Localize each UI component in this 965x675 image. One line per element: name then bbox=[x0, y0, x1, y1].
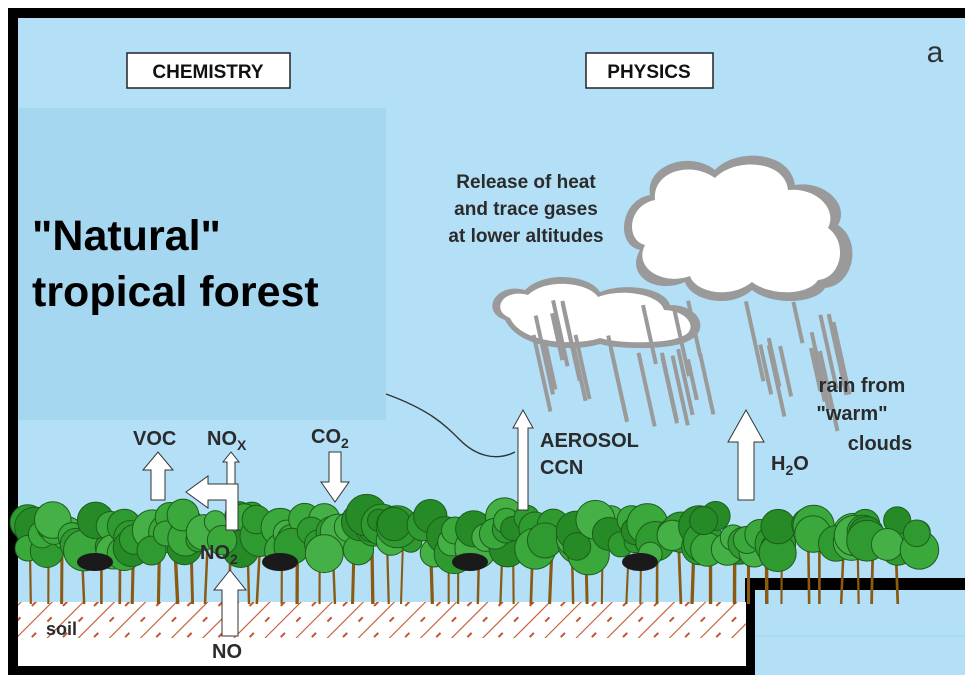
rain-streaks bbox=[531, 299, 852, 432]
rain-streak bbox=[809, 347, 823, 392]
release-line-2: and trace gases bbox=[454, 199, 598, 220]
co2-label: CO2 bbox=[311, 426, 349, 451]
rain-streak bbox=[758, 344, 774, 395]
canopy-foliage bbox=[562, 532, 592, 561]
rain-streak bbox=[636, 352, 657, 427]
rain-streak bbox=[533, 315, 555, 395]
canopy-foliage bbox=[902, 519, 931, 548]
soil-base bbox=[18, 638, 746, 666]
large-cloud bbox=[623, 155, 853, 302]
no-label: NO bbox=[212, 641, 242, 663]
release-line-1: Release of heat bbox=[456, 172, 596, 193]
canopy-foliage bbox=[760, 508, 796, 545]
rain-streak bbox=[817, 350, 840, 432]
rain-line-3: clouds bbox=[848, 433, 912, 455]
rain-streak bbox=[743, 300, 766, 382]
voc-up-arrow bbox=[141, 451, 175, 501]
voc-label: VOC bbox=[133, 428, 176, 450]
rain-streak bbox=[778, 345, 794, 397]
aerosol-label: AEROSOL bbox=[540, 430, 639, 452]
rain-streak bbox=[573, 334, 592, 400]
rain-streak bbox=[641, 304, 658, 365]
nox-up-arrow bbox=[221, 451, 241, 485]
h2o-up-arrow bbox=[727, 408, 765, 501]
palm-frond bbox=[262, 553, 298, 571]
rain-streak bbox=[660, 356, 679, 424]
physics-box bbox=[585, 52, 714, 89]
title-line-1: "Natural" bbox=[32, 212, 221, 260]
soil-band bbox=[18, 602, 746, 638]
forest-canopy bbox=[9, 493, 940, 605]
notch-fill bbox=[755, 590, 965, 675]
rain-streak bbox=[818, 314, 839, 390]
rain-streak bbox=[766, 344, 787, 418]
release-line-3: at lower altitudes bbox=[448, 226, 603, 247]
rain-streak bbox=[531, 334, 553, 413]
ccn-label: CCN bbox=[540, 457, 583, 479]
rain-line-1: rain from bbox=[819, 375, 906, 397]
connector-line bbox=[385, 393, 516, 458]
rain-streak bbox=[686, 300, 703, 357]
rain-streak bbox=[551, 299, 570, 367]
rain-streak bbox=[826, 313, 849, 396]
nox-label: NOX bbox=[207, 428, 247, 453]
rain-streak bbox=[676, 348, 695, 416]
rain-streak bbox=[560, 303, 582, 382]
no-up-arrow bbox=[212, 569, 248, 637]
canopy-foliage bbox=[689, 506, 719, 536]
palm-frond bbox=[452, 553, 488, 571]
rain-line-2: "warm" bbox=[816, 403, 887, 425]
no2-label: NO2 bbox=[200, 542, 238, 567]
rain-streak bbox=[542, 339, 558, 390]
title-line-2: tropical forest bbox=[32, 268, 319, 316]
palm-frond bbox=[622, 553, 658, 571]
aerosol-up-arrow bbox=[512, 408, 534, 511]
title-panel bbox=[18, 108, 386, 420]
canopy-foliage bbox=[206, 525, 238, 556]
rain-streak bbox=[791, 301, 805, 344]
co2-down-arrow bbox=[320, 451, 350, 503]
rain-streak bbox=[672, 308, 691, 377]
canopy-foliage bbox=[870, 528, 904, 561]
rain-streak bbox=[670, 355, 690, 426]
no2-to-nox-turn-arrow bbox=[185, 475, 239, 531]
h2o-label: H2O bbox=[771, 453, 809, 478]
panel-letter: a bbox=[927, 36, 944, 69]
rain-streak bbox=[608, 348, 629, 423]
rain-streak bbox=[685, 358, 699, 401]
rain-streak bbox=[813, 357, 827, 402]
chemistry-box bbox=[126, 52, 291, 89]
tree-trunk bbox=[255, 548, 262, 605]
canopy-foliage bbox=[376, 506, 412, 542]
chemistry-label: CHEMISTRY bbox=[152, 62, 264, 83]
rain-streak bbox=[831, 321, 852, 395]
canopy-foliage bbox=[304, 534, 344, 574]
soil-label: soil bbox=[46, 619, 77, 639]
palm-frond bbox=[77, 553, 113, 571]
rain-streak bbox=[698, 352, 716, 415]
rain-streak bbox=[809, 331, 831, 411]
rain-streak bbox=[550, 312, 565, 361]
physics-label: PHYSICS bbox=[607, 62, 690, 83]
